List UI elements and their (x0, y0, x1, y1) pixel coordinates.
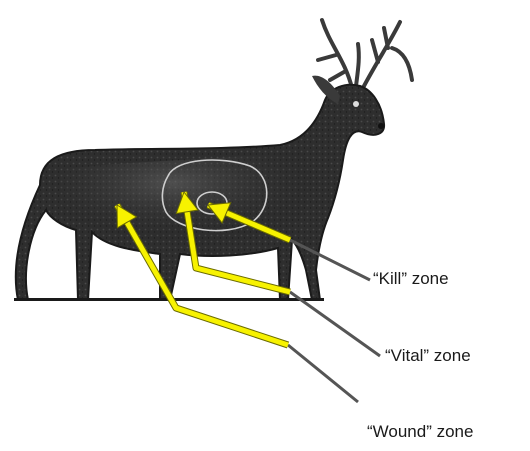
kill-zone-label: “Kill” zone (373, 270, 449, 287)
wound-zone-label: “Wound” zone (367, 423, 473, 440)
leader-lines (288, 240, 380, 402)
antlers (318, 20, 412, 88)
vital-zone-label: “Vital” zone (385, 347, 471, 364)
